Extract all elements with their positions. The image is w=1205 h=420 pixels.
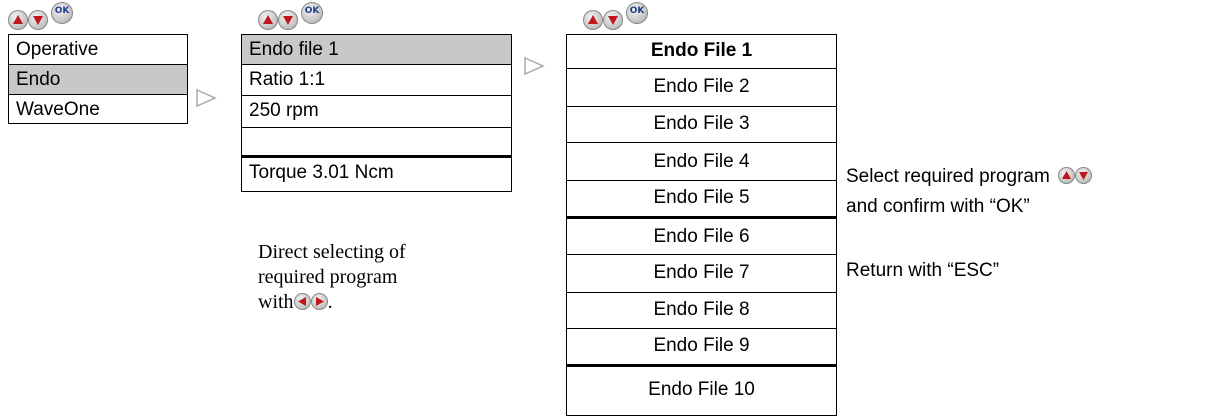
direct-select-line-1: Direct selecting of (258, 241, 406, 263)
list-item-endo-file-2[interactable]: Endo File 2 (567, 69, 836, 107)
menu-item-speed[interactable]: 250 rpm (242, 96, 511, 128)
ok-label: OK (304, 6, 320, 16)
ok-button[interactable]: OK (51, 2, 73, 24)
nav-buttons-group-3: OK (583, 2, 653, 34)
list-item-endo-file-4[interactable]: Endo File 4 (567, 143, 836, 181)
up-arrow-icon (588, 15, 598, 24)
up-arrow-icon (1058, 167, 1076, 184)
menu-item-speed-spacer (242, 128, 511, 158)
ok-label: OK (629, 6, 645, 16)
list-item-endo-file-10[interactable]: Endo File 10 (648, 379, 755, 400)
next-arrow-icon (196, 88, 217, 108)
down-arrow-button[interactable] (603, 10, 623, 30)
up-arrow-button[interactable] (8, 10, 28, 30)
endo-file-list: Endo File 1 Endo File 2 Endo File 3 Endo… (566, 34, 837, 416)
nav-buttons-group-1: OK (8, 2, 78, 34)
up-arrow-icon (263, 15, 273, 24)
list-item-endo-file-1[interactable]: Endo File 1 (567, 35, 836, 69)
menu-item-operative[interactable]: Operative (9, 35, 187, 65)
menu-item-torque[interactable]: Torque 3.01 Ncm (249, 162, 394, 183)
down-arrow-icon (283, 16, 293, 25)
ok-button[interactable]: OK (301, 2, 323, 24)
menu-item-ratio[interactable]: Ratio 1:1 (242, 65, 511, 96)
down-arrow-icon (1075, 167, 1093, 184)
menu-item-endo-file[interactable]: Endo file 1 (242, 35, 511, 65)
endo-settings-menu: Endo file 1 Ratio 1:1 250 rpm Torque 3.0… (241, 34, 512, 192)
menu-item-endo[interactable]: Endo (9, 65, 187, 95)
up-arrow-icon (13, 15, 23, 24)
confirm-instruction: and confirm with “OK” (846, 196, 1030, 217)
list-item-endo-file-7[interactable]: Endo File 7 (567, 255, 836, 293)
ok-button[interactable]: OK (626, 2, 648, 24)
list-item-endo-file-9[interactable]: Endo File 9 (567, 329, 836, 367)
left-arrow-icon (293, 293, 311, 310)
down-arrow-button[interactable] (28, 10, 48, 30)
up-arrow-button[interactable] (583, 10, 603, 30)
next-arrow-icon (524, 56, 545, 76)
direct-select-line-2: required program (258, 266, 398, 288)
ok-label: OK (54, 6, 70, 16)
menu-item-waveone[interactable]: WaveOne (16, 99, 100, 120)
list-item-endo-file-5[interactable]: Endo File 5 (567, 181, 836, 219)
list-item-endo-file-6[interactable]: Endo File 6 (567, 219, 836, 255)
select-instruction: Select required program (846, 164, 1093, 190)
main-mode-menu: Operative Endo WaveOne (8, 34, 188, 124)
list-item-endo-file-3[interactable]: Endo File 3 (567, 107, 836, 143)
down-arrow-button[interactable] (278, 10, 298, 30)
nav-buttons-group-2: OK (258, 2, 328, 34)
list-item-endo-file-8[interactable]: Endo File 8 (567, 293, 836, 329)
right-arrow-icon (310, 293, 328, 310)
down-arrow-icon (608, 16, 618, 25)
direct-select-line-3: with. (258, 291, 333, 313)
return-instruction: Return with “ESC” (846, 260, 1000, 281)
direct-select-note: Direct selecting of required program wit… (258, 240, 518, 315)
down-arrow-icon (33, 16, 43, 25)
up-arrow-button[interactable] (258, 10, 278, 30)
